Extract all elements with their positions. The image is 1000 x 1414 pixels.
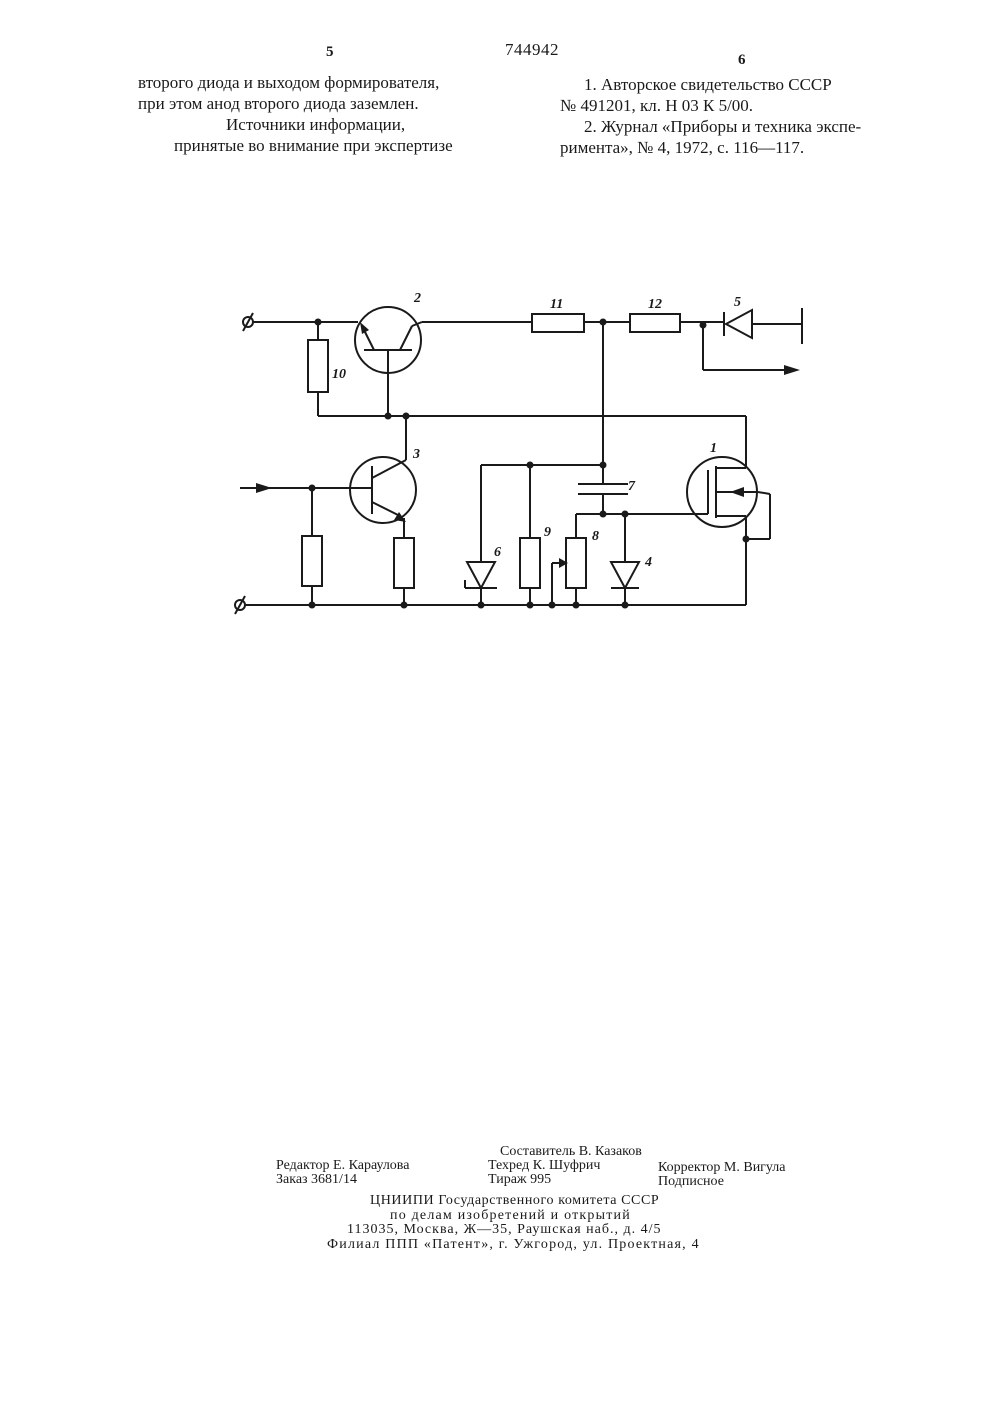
gate-node: [576, 511, 708, 518]
resistor-9: 9: [520, 465, 551, 605]
input-arrow: [240, 483, 372, 493]
imprint-compiler: Составитель В. Казаков: [500, 1144, 642, 1159]
label-6: 6: [494, 545, 501, 560]
mosfet-1: 1: [687, 441, 770, 605]
imprint-address: 113035, Москва, Ж—35, Раушская наб., д. …: [347, 1222, 662, 1237]
imprint-organization: ЦНИИПИ Государственного комитета СССР: [370, 1193, 659, 1208]
label-2: 2: [413, 291, 421, 306]
label-4: 4: [644, 555, 652, 570]
label-12: 12: [648, 297, 662, 312]
label-5: 5: [734, 295, 741, 310]
label-11: 11: [550, 297, 563, 312]
imprint-tech-editor: Техред К. Шуфрич: [488, 1158, 600, 1173]
label-7: 7: [628, 479, 636, 494]
imprint-order: Заказ 3681/14: [276, 1172, 357, 1187]
imprint-circulation: Тираж 995: [488, 1172, 551, 1187]
imprint-subscription: Подписное: [658, 1174, 724, 1189]
imprint-branch: Филиал ППП «Патент», г. Ужгород, ул. Про…: [327, 1237, 700, 1252]
label-3: 3: [412, 447, 420, 462]
resistor-12: 12: [630, 297, 724, 332]
emitter-resistor: [394, 538, 414, 605]
transistor-3: 3: [350, 416, 420, 538]
transistor-2: 2: [355, 291, 422, 416]
top-rail: [243, 313, 358, 331]
potentiometer-8: 8: [552, 514, 599, 605]
diode-4: 4: [611, 514, 652, 605]
label-9: 9: [544, 525, 551, 540]
capacitor-7: 7: [578, 322, 636, 514]
label-1: 1: [710, 441, 717, 456]
diode-5: 5: [724, 295, 802, 344]
imprint-org-department: по делам изобретений и открытий: [390, 1208, 631, 1223]
imprint-editor: Редактор Е. Караулова: [276, 1158, 409, 1173]
label-10: 10: [332, 367, 346, 382]
label-8: 8: [592, 529, 599, 544]
resistor-10: 10: [308, 322, 346, 416]
base-resistor: [302, 488, 322, 605]
imprint-corrector: Корректор М. Вигула: [658, 1160, 786, 1175]
resistor-11: 11: [532, 297, 630, 332]
